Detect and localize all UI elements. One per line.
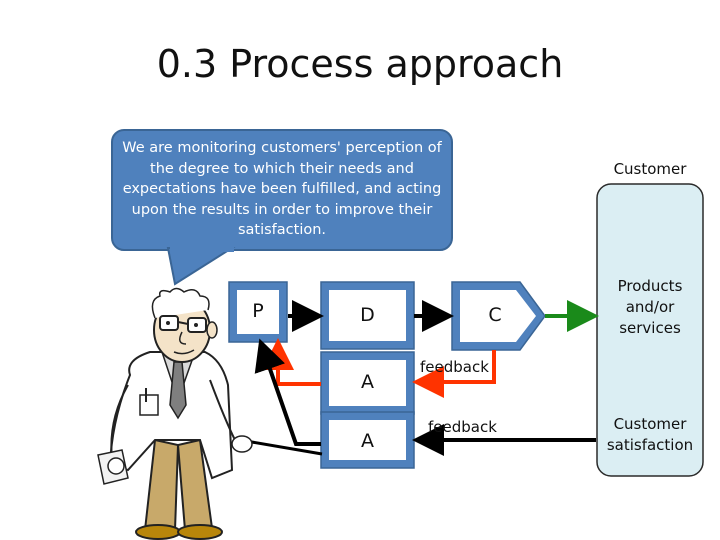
- customer-label: Customer: [613, 160, 687, 178]
- feedback-label-1: feedback: [420, 358, 489, 376]
- slide-title: 0.3 Process approach: [156, 42, 564, 86]
- speech-bubble-text: We are monitoring customers' perception …: [122, 140, 442, 238]
- plan-label: P: [252, 300, 264, 322]
- customer-satisfaction-label: Customer satisfaction: [606, 415, 694, 454]
- check-label: C: [488, 304, 502, 326]
- professor-illustration: [97, 287, 253, 540]
- act-label-1: A: [361, 371, 374, 393]
- arrow-a-to-p: [262, 338, 321, 386]
- arrow-feedback-c-to-a: [412, 350, 496, 398]
- act-label-2: A: [361, 430, 374, 452]
- pointer-stick: [239, 438, 323, 456]
- feedback-label-2: feedback: [428, 418, 497, 436]
- products-label: Products and/or services: [617, 277, 683, 337]
- do-label: D: [360, 304, 375, 326]
- arrow-a2-to-p: [254, 338, 321, 446]
- speech-bubble: [111, 129, 453, 286]
